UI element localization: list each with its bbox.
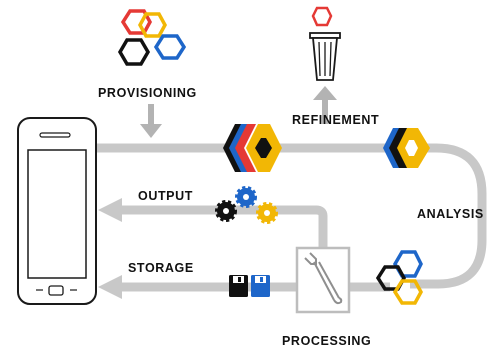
processing-box: [295, 246, 351, 314]
wrench-icon: [304, 252, 343, 305]
gear-icon: [256, 202, 278, 224]
processing-label: PROCESSING: [282, 334, 371, 348]
trash-bin-icon: [309, 6, 341, 81]
hexagon-chevron-icon: [383, 128, 430, 168]
floppy-disk-icon: [251, 275, 270, 297]
output-arrowhead: [98, 198, 122, 222]
gear-icon: [235, 186, 257, 208]
hexagon-cluster-icon: [117, 9, 187, 66]
storage-label: STORAGE: [128, 261, 194, 275]
output-label: OUTPUT: [138, 189, 193, 203]
analysis-loop-pipe: [96, 143, 487, 289]
refinement-label: REFINEMENT: [292, 113, 379, 127]
smartphone-icon: [17, 117, 97, 305]
hexagon-chevron-icon: [223, 124, 282, 172]
analysis-label: ANALYSIS: [417, 207, 484, 221]
arrow-up-icon: [313, 86, 337, 124]
storage-arrowhead: [98, 275, 122, 299]
gear-icon: [215, 200, 237, 222]
output-pipe: [118, 205, 328, 248]
arrow-down-icon: [140, 104, 162, 138]
floppy-disk-icon: [229, 275, 248, 297]
provisioning-label: PROVISIONING: [98, 86, 197, 100]
hexagon-cluster-icon: [375, 250, 423, 305]
